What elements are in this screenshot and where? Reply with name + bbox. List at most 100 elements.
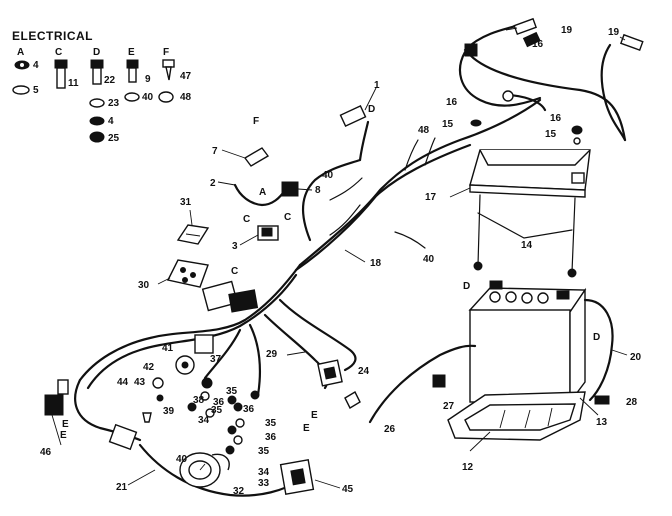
letter-c-1: C — [243, 214, 250, 225]
legend-a-num-4: 4 — [33, 60, 39, 71]
battery-cable-set — [458, 17, 644, 142]
wing-nut-15-icon — [470, 119, 482, 127]
battery-tray — [447, 391, 586, 441]
relay-3-core-icon — [261, 227, 273, 237]
legend-e-num-40: 40 — [142, 92, 154, 103]
nut-43-icon — [156, 394, 164, 402]
callout-16b: 16 — [550, 113, 562, 124]
harness-trunk-upper-2 — [294, 143, 472, 272]
left-components — [44, 224, 259, 451]
battery-cap-1-icon — [489, 291, 501, 303]
callout-16c: 16 — [532, 39, 544, 50]
leader-17 — [449, 187, 471, 198]
cable-16-loop — [458, 50, 542, 107]
callout-1: 1 — [374, 80, 380, 91]
nut-35a-icon — [227, 395, 237, 405]
battery-cap-2-icon — [505, 291, 517, 303]
leader-29 — [286, 351, 306, 356]
cable-boot-19-icon — [513, 17, 538, 36]
connector-block-icon — [194, 334, 214, 354]
star-washer-icon — [89, 131, 105, 143]
battery-cap-4-icon — [537, 292, 549, 304]
battery-body — [469, 309, 571, 403]
callout-21: 21 — [116, 482, 128, 493]
connector-45-pin-icon — [290, 468, 306, 486]
leader-7 — [221, 149, 246, 159]
letter-a: A — [259, 187, 266, 198]
machine-screw-head-icon — [126, 59, 139, 69]
callout-15a: 15 — [442, 119, 454, 130]
letter-e-1: E — [62, 419, 69, 430]
leader-45 — [314, 479, 341, 489]
gauge-bracket-33 — [211, 453, 230, 471]
module-pin-3-icon — [182, 277, 188, 283]
legend-d-num-22: 22 — [104, 75, 116, 86]
callout-29: 29 — [266, 349, 278, 360]
nut-icon — [89, 116, 105, 126]
callout-18: 18 — [370, 258, 382, 269]
nut-38-icon — [200, 391, 210, 401]
callout-16a: 16 — [446, 97, 458, 108]
callout-33: 33 — [258, 478, 270, 489]
key-slot-icon — [181, 361, 189, 369]
legend-d-num-25: 25 — [108, 133, 120, 144]
right-center-components — [233, 104, 477, 496]
callout-19a: 19 — [561, 25, 573, 36]
hex-nut-hole-icon — [20, 63, 24, 67]
callout-44: 44 — [117, 377, 129, 388]
letter-d-2: D — [463, 281, 470, 292]
leader-21 — [127, 469, 156, 486]
callout-35c: 35 — [265, 418, 277, 429]
self-tap-screw-shank-icon — [165, 66, 172, 81]
legend-f-num-48: 48 — [180, 92, 192, 103]
knob-42-icon — [152, 377, 164, 389]
legend-letter-d: D — [93, 47, 100, 58]
cable-clamp-16-icon — [522, 31, 541, 48]
callout-30: 30 — [138, 280, 150, 291]
leader-46 — [51, 414, 62, 446]
letter-d-1: D — [368, 104, 375, 115]
cable-junction-icon — [464, 43, 478, 57]
leader-30 — [157, 277, 171, 285]
connector-46-plug-icon — [57, 379, 69, 395]
solenoid-block — [228, 289, 259, 313]
callout-40c: 40 — [176, 454, 188, 465]
bolt-shank-icon — [56, 67, 66, 89]
battery-bracket — [469, 119, 591, 278]
callout-24: 24 — [358, 366, 370, 377]
callout-28: 28 — [626, 397, 638, 408]
clamp-27-icon — [432, 374, 446, 388]
legend-e-num-9: 9 — [145, 74, 151, 85]
hold-down-rod-left — [477, 194, 481, 266]
callout-32: 32 — [233, 486, 245, 497]
bracket-front-edge — [469, 184, 586, 198]
self-tap-screw-head-icon — [162, 59, 175, 68]
hardware-legend: A C D E F 4 5 11 22 23 4 25 9 40 47 — [12, 47, 192, 144]
hold-down-rod-right — [571, 197, 576, 273]
battery-cable-20 — [583, 298, 614, 402]
legend-d-num-23: 23 — [108, 98, 120, 109]
letter-f: F — [253, 116, 259, 127]
bracket-tab-icon — [571, 172, 585, 184]
switch-37-icon — [201, 377, 213, 389]
leader-12 — [469, 431, 491, 452]
callout-7: 7 — [212, 146, 218, 157]
callout-41: 41 — [162, 343, 174, 354]
callout-26: 26 — [384, 424, 396, 435]
callout-20: 20 — [630, 352, 642, 363]
letter-d-3: D — [593, 332, 600, 343]
leader-19a — [505, 27, 518, 31]
letter-c-3: C — [231, 266, 238, 277]
lead-40-right — [394, 231, 426, 249]
leader-1 — [364, 87, 377, 111]
callout-8: 8 — [315, 185, 321, 196]
letter-e-4: E — [303, 423, 310, 434]
cable-boot-19b-icon — [619, 33, 644, 52]
screw-head-icon — [90, 59, 104, 69]
bracket-inner-lip — [479, 149, 591, 166]
cable-19-right — [600, 43, 627, 142]
callout-2: 2 — [210, 178, 216, 189]
harness-branch-40 — [329, 177, 363, 201]
callout-15b: 15 — [545, 129, 557, 140]
